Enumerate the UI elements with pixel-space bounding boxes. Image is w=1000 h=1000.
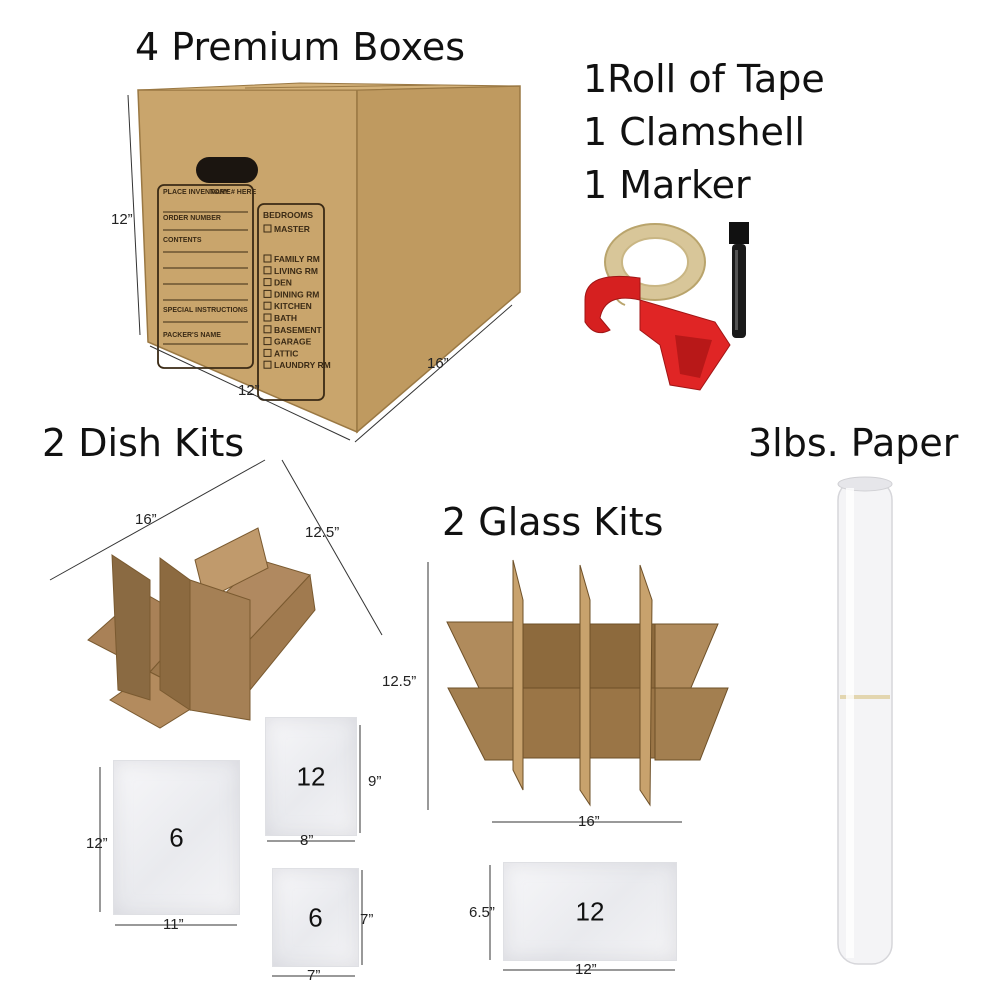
marker xyxy=(729,222,749,338)
box-field-order: ORDER NUMBER xyxy=(163,215,221,222)
foam-pouch-height-label: 12” xyxy=(86,835,108,852)
foam-dimension-lines xyxy=(99,725,675,977)
title-glass-kits: 2 Glass Kits xyxy=(442,500,664,544)
title-tape: 1Roll of Tape xyxy=(583,57,825,101)
box-field-packer: PACKER'S NAME xyxy=(163,332,221,339)
foam-pouch-height-label: 7” xyxy=(360,911,374,928)
glass-kit-divider xyxy=(446,559,729,807)
foam-pouch-count: 6 xyxy=(169,822,184,852)
room-checkbox xyxy=(263,289,272,298)
room-label: DINING RM xyxy=(274,289,319,299)
room-checkbox xyxy=(263,254,272,263)
box-field-inventory: PLACE INVENTORY # HERE xyxy=(163,189,257,196)
room-label: FAMILY RM xyxy=(274,254,320,264)
room-label: DEN xyxy=(274,278,292,288)
room-label: BATH xyxy=(274,313,297,323)
box-rooms-heading: BEDROOMS xyxy=(263,210,313,220)
room-checkbox xyxy=(263,313,272,322)
room-checkbox xyxy=(263,348,272,357)
title-marker: 1 Marker xyxy=(583,163,751,207)
room-checkbox xyxy=(263,278,272,287)
box-dimension-lines xyxy=(127,94,513,443)
box-label-panel xyxy=(157,184,254,369)
title-premium-boxes: 4 Premium Boxes xyxy=(135,25,466,69)
foam-pouch-medium: 12 xyxy=(265,717,357,836)
room-label: MASTER xyxy=(274,224,310,234)
foam-pouch-count: 12 xyxy=(296,761,326,791)
foam-pouch-count: 6 xyxy=(308,902,323,932)
foam-pouch-width-label: 12” xyxy=(575,961,597,978)
box-field-name: NAME xyxy=(210,189,231,196)
room-label: LAUNDRY RM xyxy=(274,360,331,370)
foam-pouch-large: 6 xyxy=(113,760,240,915)
dish-kit-width-label: 16” xyxy=(135,511,157,528)
title-clamshell: 1 Clamshell xyxy=(583,110,806,154)
title-paper: 3lbs. Paper xyxy=(748,421,959,465)
glass-kit-dimension-lines xyxy=(427,562,682,823)
room-label: BASEMENT xyxy=(274,325,323,335)
box-field-contents: CONTENTS xyxy=(163,237,202,244)
dish-kit-depth-label: 12.5” xyxy=(305,524,340,541)
foam-pouch-count: 12 xyxy=(575,896,605,926)
room-checkbox xyxy=(263,224,272,233)
box-field-instructions: SPECIAL INSTRUCTIONS xyxy=(163,307,248,314)
room-checkbox xyxy=(263,301,272,310)
box-width-label: 12” xyxy=(238,382,260,399)
room-checkbox xyxy=(263,266,272,275)
box-rooms-panel xyxy=(257,203,325,401)
dish-kit-divider xyxy=(87,527,316,729)
room-checkbox xyxy=(263,360,272,369)
foam-pouch-width-label: 8” xyxy=(300,832,314,849)
box-handle xyxy=(196,157,258,183)
room-label: ATTIC xyxy=(274,348,298,358)
foam-pouch-small: 6 xyxy=(272,868,359,967)
room-label: GARAGE xyxy=(274,337,312,347)
glass-kit-width-label: 16” xyxy=(578,813,600,830)
room-checkbox xyxy=(263,325,272,334)
foam-pouch-height-label: 6.5” xyxy=(469,904,495,921)
room-label: KITCHEN xyxy=(274,301,312,311)
title-dish-kits: 2 Dish Kits xyxy=(42,421,245,465)
moving-box: PLACE INVENTORY # HERE NAME ORDER NUMBER… xyxy=(137,82,521,434)
foam-pouch-width-label: 11” xyxy=(163,916,184,933)
room-checkbox xyxy=(263,337,272,346)
box-depth-label: 16” xyxy=(427,355,449,372)
clamshell-dispenser xyxy=(584,275,731,391)
glass-kit-height-label: 12.5” xyxy=(382,673,417,690)
room-label: LIVING RM xyxy=(274,266,318,276)
foam-pouch-width-label: 7” xyxy=(307,967,321,984)
foam-pouch-wide: 12 xyxy=(503,862,677,961)
dish-kit-dimension-lines xyxy=(49,459,383,636)
packing-paper-roll xyxy=(837,476,893,965)
foam-pouch-height-label: 9” xyxy=(368,773,382,790)
box-height-label: 12” xyxy=(111,211,133,228)
